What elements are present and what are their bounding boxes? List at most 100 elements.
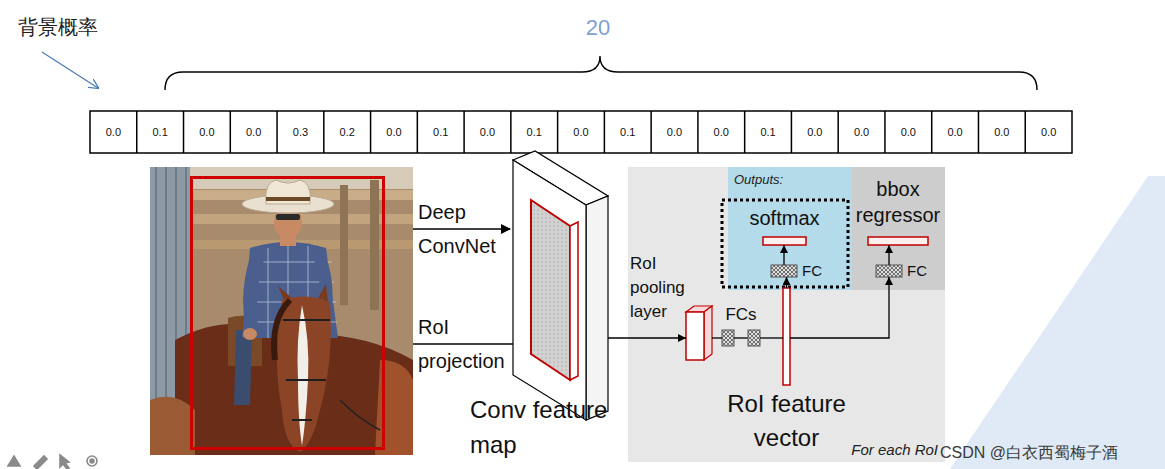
watermark: CSDN @白衣西蜀梅子酒 xyxy=(940,443,1118,463)
table-cell: 0.1 xyxy=(417,111,464,153)
roi-pooling-block: RoI pooling layer xyxy=(686,306,712,360)
table-cell: 0.0 xyxy=(558,111,605,153)
toolbar-icon xyxy=(90,459,94,463)
input-photo xyxy=(370,180,379,310)
roi-panel xyxy=(728,167,852,290)
input-photo xyxy=(298,305,309,446)
leader-arrow xyxy=(42,52,98,88)
toolbar-icon xyxy=(8,456,20,466)
outputs-region: Outputs: softmaxFC xyxy=(728,167,852,290)
softmax-output: softmax xyxy=(763,237,806,245)
table-cell: 0.3 xyxy=(277,111,324,153)
input-photo xyxy=(243,252,264,330)
connector-line xyxy=(760,337,783,338)
node-caption: FCs xyxy=(718,304,764,326)
table-cell: 0.1 xyxy=(511,111,558,153)
leader-arrow xyxy=(42,52,98,88)
fc-layer: FC xyxy=(876,265,902,277)
output-bar xyxy=(763,237,806,245)
callout-text: 背景概率 xyxy=(18,14,98,40)
probability-cells xyxy=(90,111,1072,153)
table-cell: 0.0 xyxy=(978,111,1025,153)
input-photo xyxy=(150,167,413,455)
connector-line xyxy=(786,277,787,288)
table-cell: 0.0 xyxy=(885,111,932,153)
fc-layer xyxy=(734,337,748,338)
table-cell: 0.0 xyxy=(464,111,511,153)
feature-map-slab xyxy=(513,151,608,420)
input-photo xyxy=(266,180,311,204)
connector-line xyxy=(888,245,889,265)
fc-layer xyxy=(771,265,797,277)
connector-line xyxy=(783,245,784,265)
table-cell: 0.0 xyxy=(184,111,231,153)
roi-panel xyxy=(852,167,945,290)
fc-layers: FCs xyxy=(722,330,760,346)
fc-layer xyxy=(722,330,734,346)
feature-map-slab xyxy=(570,222,578,380)
connector-line xyxy=(608,337,686,338)
roi-panel: For each RoIRoI pooling layerFCsOutputs:… xyxy=(628,167,945,462)
slide-decoration xyxy=(950,176,1165,469)
input-photo xyxy=(243,328,257,340)
table-cell: 0.0 xyxy=(838,111,885,153)
feature-vector-bar xyxy=(783,288,790,385)
node-caption: RoI feature vector xyxy=(706,387,867,455)
probability-cells xyxy=(137,111,1025,153)
toolbar-icon xyxy=(34,456,47,469)
feature-map-slab xyxy=(531,200,570,380)
node-caption: FC xyxy=(907,262,933,280)
table-cell: 0.2 xyxy=(324,111,371,153)
table-cell: 0.1 xyxy=(604,111,651,153)
table-cell: 0.0 xyxy=(698,111,745,153)
feature-vector-bar xyxy=(783,288,790,385)
table-cell: 0.0 xyxy=(651,111,698,153)
input-photo xyxy=(340,185,348,305)
region-heading: Outputs: xyxy=(734,172,834,188)
feature-map-slab xyxy=(586,196,608,420)
input-photo xyxy=(266,197,310,201)
node-caption: FC xyxy=(802,262,828,280)
input-photo xyxy=(274,300,290,360)
probability-cells xyxy=(90,111,1072,153)
input-photo xyxy=(277,296,331,452)
table-cell: 0.0 xyxy=(230,111,277,153)
node-caption: RoI pooling layer xyxy=(630,252,692,324)
input-photo xyxy=(150,397,195,455)
table-cell: 0.0 xyxy=(791,111,838,153)
roi-panel xyxy=(722,200,848,287)
node-caption: softmax xyxy=(738,205,831,231)
table-cell: 0.0 xyxy=(90,111,137,153)
toolbar-icon xyxy=(60,455,69,469)
toolbar-icon xyxy=(8,455,97,469)
table-cell: 0.0 xyxy=(1025,111,1072,153)
fc-layer: FC xyxy=(771,265,797,277)
table-cell: 0.1 xyxy=(137,111,184,153)
vector-brace xyxy=(165,56,1037,90)
roi-pooling-block xyxy=(686,312,704,360)
connector-line xyxy=(790,277,889,338)
input-photo xyxy=(192,178,384,449)
arrow-label: Deep ConvNet xyxy=(418,195,518,263)
connector-line xyxy=(712,337,722,338)
arrow-label: RoI projection xyxy=(418,310,528,378)
feature-map-slab: Conv feature map xyxy=(513,151,608,420)
input-photo xyxy=(375,360,413,455)
panel-note: For each RoI xyxy=(851,441,938,459)
input-photo xyxy=(276,214,300,220)
fc-layer xyxy=(748,330,760,346)
feature-map-slab xyxy=(513,160,586,420)
roi-pooling-block xyxy=(686,306,712,360)
table-cell: 0.0 xyxy=(371,111,418,153)
input-photo xyxy=(340,400,380,430)
roi-panel xyxy=(628,167,945,462)
feature-vector-bar: RoI feature vector xyxy=(783,288,790,385)
roi-panel xyxy=(628,167,945,462)
input-arrow xyxy=(413,228,510,229)
input-photo xyxy=(234,330,252,405)
table-cell: 0.1 xyxy=(745,111,792,153)
node-caption: bbox regressor xyxy=(852,176,944,228)
toolbar-icon xyxy=(87,456,97,466)
output-bar xyxy=(763,237,928,245)
